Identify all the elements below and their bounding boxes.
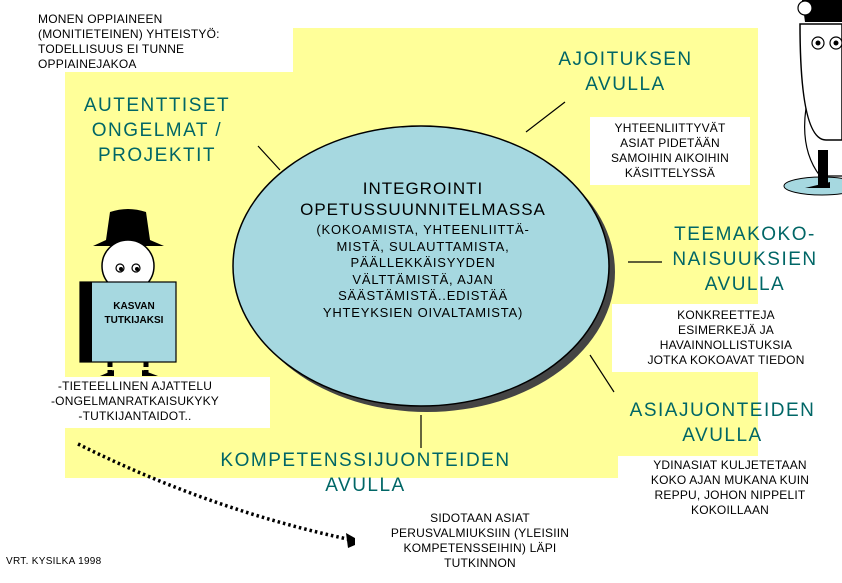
desc-teema: KONKREETTEJA ESIMERKEJÄ JA HAVAINNOLLIST… bbox=[612, 304, 840, 372]
center-title-line: OPETUSSUUNNITELMASSA bbox=[300, 200, 546, 219]
center-title-line: INTEGROINTI bbox=[362, 179, 484, 198]
desc-ajoituksen: YHTEENLIITTYVÄT ASIAT PIDETÄÄN SAMOIHIN … bbox=[590, 117, 750, 185]
note-line: (MONITIETEINEN) YHTEISTYÖ: bbox=[38, 27, 220, 41]
center-text: INTEGROINTI OPETUSSUUNNITELMASSA (KOKOAM… bbox=[258, 178, 588, 321]
skill-line: -TUTKIJANTAIDOT.. bbox=[78, 409, 192, 423]
desc-line: SAMOIHIN AIKOIHIN bbox=[610, 151, 730, 165]
desc-line: KONKREETTEJA bbox=[677, 308, 775, 322]
heading-line: AVULLA bbox=[682, 425, 763, 446]
heading-line: AUTENTTISET bbox=[83, 95, 231, 116]
dotted-arrow bbox=[77, 442, 353, 542]
desc-line: YHTEENLIITTYVÄT bbox=[614, 121, 726, 135]
desc-line: KOMPETENSSEIHIN) LÄPI bbox=[403, 541, 557, 555]
connector-ajoituksen bbox=[525, 101, 566, 133]
sign-line: TUTKIJAKSI bbox=[104, 315, 164, 326]
desc-line: SIDOTAAN ASIAT bbox=[430, 511, 530, 525]
heading-line: NAISUUKSIEN bbox=[672, 249, 818, 270]
researcher-figure bbox=[79, 209, 177, 376]
center-sub-line: SÄÄSTÄMISTÄ..EDISTÄÄ bbox=[338, 288, 508, 303]
arrow-head bbox=[346, 533, 362, 548]
center-sub-line: VÄLTTÄMISTÄ, AJAN bbox=[352, 271, 494, 287]
heading-asia: ASIAJUONTEIDEN AVULLA bbox=[610, 398, 835, 448]
desc-asia: YDINASIAT KULJETETAAN KOKO AJAN MUKANA K… bbox=[618, 456, 842, 520]
center-sub-line: MISTÄ, SULAUTTAMISTA, bbox=[336, 238, 510, 254]
tall-figure bbox=[783, 0, 842, 196]
desc-line: KÄSITTELYSSÄ bbox=[624, 166, 716, 180]
heading-line: AVULLA bbox=[704, 274, 786, 295]
heading-line: PROJEKTIT bbox=[97, 145, 216, 166]
note-line: TODELLISUUS EI TUNNE bbox=[38, 42, 185, 56]
skill-line: -ONGELMANRATKAISUKYKY bbox=[50, 394, 219, 408]
central-ellipse bbox=[232, 125, 610, 407]
heading-line: ONGELMAT / bbox=[91, 120, 223, 141]
note-line: OPPIAINEJAKOA bbox=[38, 57, 137, 71]
desc-line: REPPU, JOHON NIPPELIT bbox=[654, 488, 806, 502]
heading-kompetenssi: KOMPETENSSIJUONTEIDEN AVULLA bbox=[188, 448, 543, 498]
heading-line: AVULLA bbox=[585, 74, 666, 95]
desc-line: TUTKINNON bbox=[444, 556, 516, 570]
figure-sign bbox=[79, 281, 177, 363]
heading-autenttiset: AUTENTTISET ONGELMAT / PROJEKTIT bbox=[62, 93, 252, 168]
desc-kompetenssi: SIDOTAAN ASIAT PERUSVALMIUKSIIN (YLEISII… bbox=[355, 511, 605, 571]
connector-asia bbox=[589, 354, 615, 393]
heading-line: TEEMAKOKO- bbox=[674, 224, 816, 245]
desc-line: KOKOILLAAN bbox=[690, 503, 770, 517]
desc-line: KOKO AJAN MUKANA KUIN bbox=[650, 473, 810, 487]
connector-autenttiset bbox=[257, 145, 281, 171]
desc-line: HAVAINNOLLISTUKSIA bbox=[659, 338, 793, 352]
skill-line: -TIETEELLINEN AJATTELU bbox=[57, 379, 213, 393]
heading-line: ASIAJUONTEIDEN bbox=[629, 400, 816, 421]
center-sub-line: YHTEYKSIEN OIVALTAMISTA) bbox=[322, 304, 524, 320]
heading-teema: TEEMAKOKO- NAISUUKSIEN AVULLA bbox=[650, 222, 840, 297]
sign-line: KASVAN bbox=[113, 301, 155, 312]
note-line: MONEN OPPIAINEEN bbox=[38, 12, 163, 26]
desc-line: YDINASIAT KULJETETAAN bbox=[653, 458, 807, 472]
credit: VRT. KYSILKA 1998 bbox=[6, 556, 102, 567]
heading-line: AJOITUKSEN bbox=[558, 49, 693, 70]
desc-line: ASIAT PIDETÄÄN bbox=[620, 136, 720, 150]
skills-note: -TIETEELLINEN AJATTELU -ONGELMANRATKAISU… bbox=[0, 377, 270, 428]
heading-ajoituksen: AJOITUKSEN AVULLA bbox=[548, 47, 703, 97]
desc-line: JOTKA KOKOAVAT TIEDON bbox=[647, 353, 805, 367]
center-sub-line: (KOKOAMISTA, YHTEENLIITTÄ- bbox=[316, 222, 530, 237]
top-left-note: MONEN OPPIAINEEN (MONITIETEINEN) YHTEIST… bbox=[38, 12, 293, 72]
figure-sign-text: KASVAN TUTKIJAKSI bbox=[92, 300, 176, 328]
center-sub-line: PÄÄLLEKKÄISYYDEN bbox=[350, 255, 496, 270]
desc-line: ESIMERKEJÄ JA bbox=[678, 323, 774, 337]
desc-line: PERUSVALMIUKSIIN (YLEISIIN bbox=[390, 526, 570, 540]
heading-line: AVULLA bbox=[325, 475, 406, 496]
heading-line: KOMPETENSSIJUONTEIDEN bbox=[220, 450, 511, 471]
